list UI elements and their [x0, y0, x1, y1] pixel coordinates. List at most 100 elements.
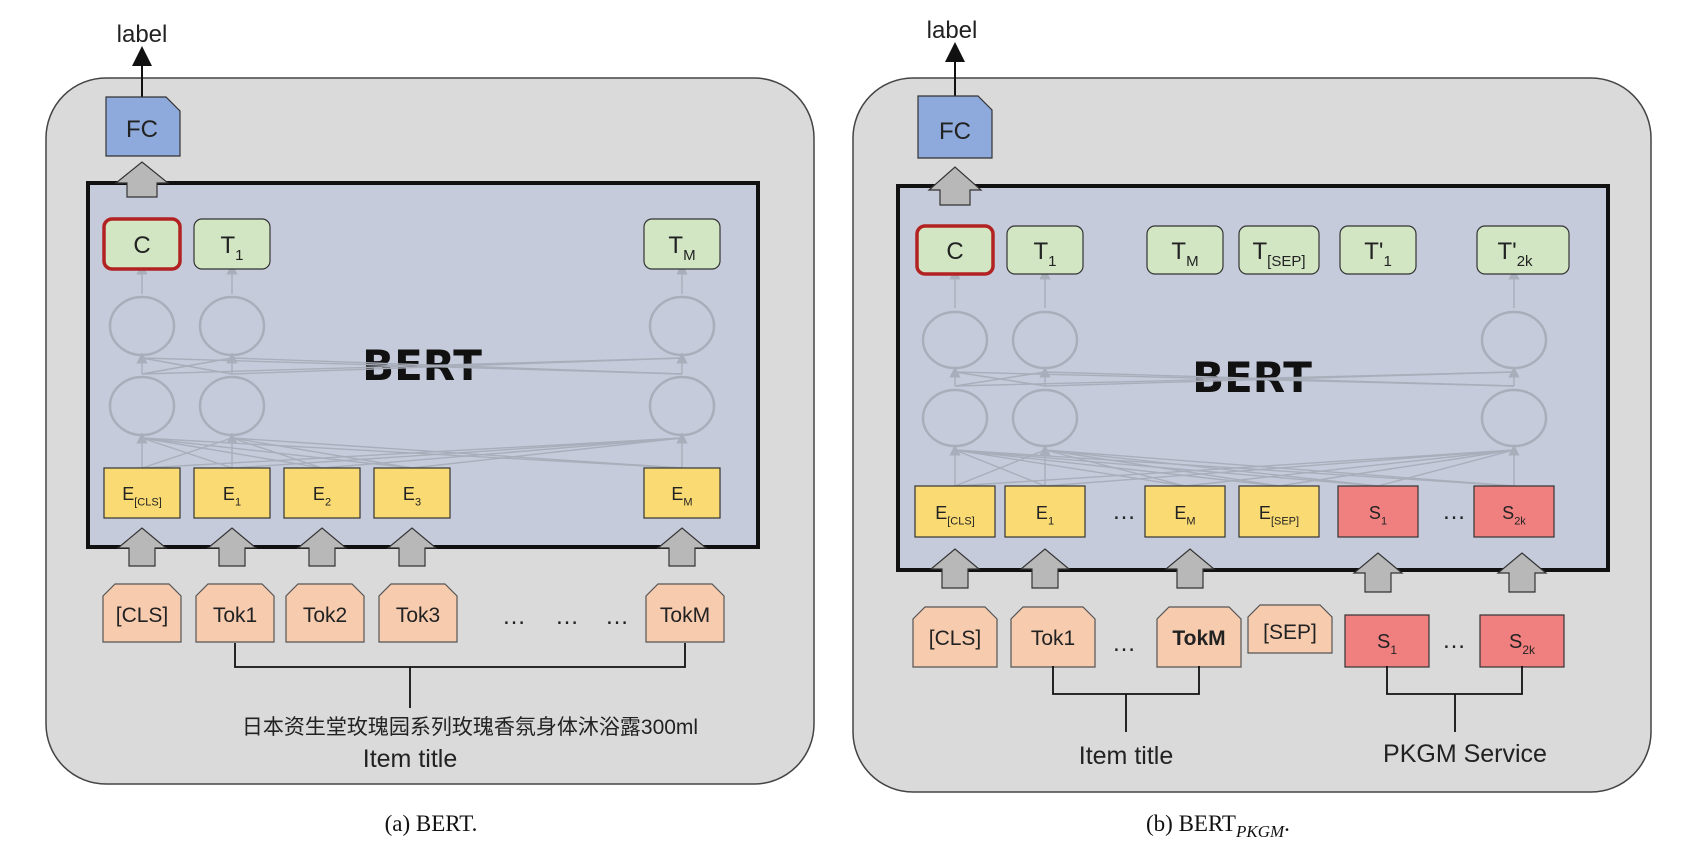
service-token-label-b-1: S2k [1509, 631, 1536, 657]
neuron-layer-a [108, 295, 716, 437]
line-emb-1-to-l1-0 [141, 437, 233, 469]
line-emb-4-to-l1-1 [231, 437, 683, 469]
token-label-a-4: TokM [660, 604, 710, 627]
line-l1-2-to-l2-1 [231, 357, 683, 375]
output-label-b-2: TM [1171, 238, 1198, 270]
output-box-b-4 [1339, 225, 1417, 275]
embedding-label-a-3-sub: 3 [415, 496, 421, 508]
token-box-a-1 [195, 583, 275, 643]
ellipsis-a-1: … [502, 603, 526, 630]
arrow-bert-to-fc-b [927, 166, 983, 206]
embedding-label-b-2-main: E [1174, 503, 1186, 523]
embedding-label-a-1-sub: 1 [235, 496, 241, 508]
label-text-b: label [927, 17, 978, 44]
embedding-label-a-1: E1 [223, 484, 241, 508]
output-label-a-2-sub: M [683, 247, 696, 264]
neuron-l1-0 [921, 388, 989, 448]
embedding-label-b-3-sub: [SEP] [1271, 515, 1299, 527]
embedding-label-b-0-sub: [CLS] [947, 515, 975, 527]
embedding-box-b-2 [1144, 485, 1226, 538]
line-emb-3-to-l1-1 [231, 437, 413, 469]
token-ellipsis-b-1: … [1112, 630, 1136, 657]
output-box-a-2 [643, 218, 721, 270]
embedding-label-a-4: EM [671, 484, 692, 508]
output-label-b-2-main: T [1171, 238, 1186, 265]
token-label-b-0: [CLS] [929, 627, 982, 650]
output-label-b-5-main: T' [1497, 238, 1516, 265]
neuron-l2-2 [1480, 310, 1548, 370]
neuron-l2-1 [1011, 310, 1079, 370]
token-box-b-2 [1156, 606, 1242, 668]
output-label-b-2-sub: M [1186, 253, 1199, 270]
output-box-b-2 [1146, 225, 1224, 275]
token-label-b-3: [SEP] [1263, 621, 1317, 644]
neuron-l1-1 [198, 375, 266, 437]
neuron-l2-0 [921, 310, 989, 370]
input-arrow-b-1 [1019, 548, 1071, 589]
output-label-b-1-main: T [1033, 238, 1048, 265]
line-emb-2-to-l1-0 [954, 449, 1186, 487]
neuron-layer-b [921, 310, 1548, 448]
input-arrow-a-0 [116, 527, 168, 567]
embedding-label-b-1-sub: 1 [1048, 515, 1054, 527]
input-arrow-b-0 [929, 548, 981, 589]
bracket-a [234, 643, 686, 708]
output-box-b-0 [915, 224, 995, 276]
output-label-b-1: T1 [1033, 238, 1056, 270]
line-l1-2-to-l2-1 [1044, 371, 1515, 387]
group-label-b-item: Item title [1079, 742, 1173, 770]
line-emb-3-to-l1-0 [954, 449, 1280, 487]
neuron-l1-2 [1480, 388, 1548, 448]
service-token-label-b-0: S1 [1377, 631, 1397, 657]
output-label-b-4: T'1 [1364, 238, 1392, 270]
embedding-label-b-1-main: E [1036, 503, 1048, 523]
token-box-a-4 [645, 583, 725, 643]
embedding-label-b-4: S1 [1369, 503, 1387, 527]
ellipsis-a-3: … [605, 603, 629, 630]
token-box-b-0 [912, 606, 998, 668]
line-emb-5-to-l1-0 [954, 449, 1515, 487]
service-token-label-b-0-main: S [1377, 631, 1390, 653]
embedding-label-b-4-main: S [1369, 503, 1381, 523]
embedding-label-a-0-sub: [CLS] [134, 496, 162, 508]
embedding-box-b-1 [1004, 485, 1086, 538]
embedding-box-b-4 [1337, 485, 1419, 538]
output-box-b-1 [1006, 225, 1084, 275]
line-emb-4-to-l1-2 [1377, 449, 1515, 487]
token-label-b-1: Tok1 [1031, 627, 1075, 650]
output-label-a-2-main: T [668, 232, 683, 259]
output-label-a-1-main: T [220, 232, 235, 259]
neuron-l2-0 [108, 295, 176, 357]
token-label-a-2: Tok2 [303, 604, 347, 627]
output-label-b-5: T'2k [1497, 238, 1533, 270]
token-box-b-3 [1247, 604, 1333, 654]
embedding-box-a-3 [373, 467, 451, 519]
neuron-l2-1 [198, 295, 266, 357]
service-token-box-b-1 [1479, 614, 1565, 668]
embedding-label-a-4-main: E [671, 484, 683, 504]
service-token-label-b-0-sub: 1 [1390, 643, 1397, 657]
embedding-label-a-4-sub: M [683, 496, 692, 508]
embedding-box-b-0 [914, 485, 996, 538]
output-label-a-0: C [133, 232, 150, 259]
input-arrows-b [929, 548, 1548, 593]
arrow-bert-to-fc-a [114, 161, 170, 198]
line-emb-3-to-l1-0 [141, 437, 413, 469]
line-emb-4-to-l1-1 [1044, 449, 1379, 487]
line-l1-1-to-l2-0 [141, 357, 233, 375]
line-emb-4-to-l1-0 [954, 449, 1379, 487]
line-emb-3-to-l1-2 [411, 437, 683, 469]
embedding-label-a-2: E2 [313, 484, 331, 508]
output-label-a-1-sub: 1 [235, 247, 243, 264]
caption-b-main: (b) BERT [1146, 811, 1236, 836]
input-arrow-b-2 [1164, 548, 1216, 589]
token-box-a-2 [285, 583, 365, 643]
embedding-label-b-5: S2k [1502, 503, 1526, 527]
output-box-a-1 [193, 218, 271, 270]
output-label-a-2: TM [668, 232, 695, 264]
neuron-l1-2 [648, 375, 716, 437]
neuron-l1-1 [1011, 388, 1079, 448]
